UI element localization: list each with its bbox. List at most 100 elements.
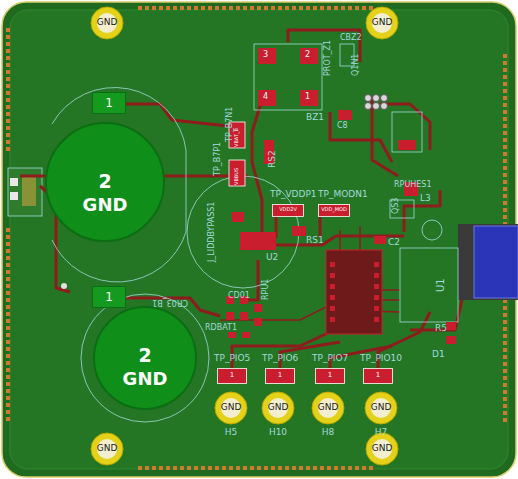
castellation-pad [503,145,507,149]
mounting-hole: GND H5 [214,391,248,439]
pad-text: VDD_MOD [318,207,350,212]
castellation-pad [348,466,352,470]
castellation-pad [6,63,10,67]
castellation-pad [271,466,275,470]
silkscreen-label: U2 [266,253,278,262]
castellation-pad [503,362,507,366]
mounting-hole: GNDH7 [364,391,398,439]
castellation-pad [229,6,233,10]
castellation-pad [6,326,10,330]
castellation-pad [222,466,226,470]
smd-pad [364,369,393,384]
hole-reference: H7 [364,428,398,437]
castellation-pad [313,466,317,470]
hole-reference: H5 [214,428,248,437]
castellation-pad [334,6,338,10]
castellation-pad [243,6,247,10]
castellation-pad [6,305,10,309]
test-point-pad: 1 [363,368,393,384]
ic-pad [374,273,379,278]
pad [398,140,416,150]
silkscreen-label: TP_PIO7 [312,354,348,363]
pad-text: GND [365,18,399,27]
silkscreen-label: PROT_Z1 [324,40,332,76]
pad [232,212,244,222]
silkscreen-label: C8 [337,122,348,130]
castellation-pad [250,466,254,470]
pad-text: GND [214,403,248,412]
traces [20,30,462,368]
castellation-pad [180,6,184,10]
hole-ring [215,392,247,424]
castellation-pad [166,466,170,470]
castellation-pad [271,6,275,10]
pad [292,226,306,236]
castellation-pad [6,284,10,288]
pad-number: VBBUS [234,168,239,185]
silkscreen-label: TP_PIO5 [214,354,250,363]
test-point-pad: 1 [217,368,247,384]
castellation-pad [215,6,219,10]
silkscreen-label: J_LIDDBYPASS1 [208,202,216,262]
castellation-pad [503,159,507,163]
smd-pad [218,369,247,384]
castellation-pad [6,249,10,253]
castellation-pad [6,347,10,351]
pad-number: 1 [305,93,310,101]
castellation-pad [341,466,345,470]
mounting-hole: GND [365,432,399,466]
buzzer-outline [254,44,322,110]
pad-text: GND [90,444,124,453]
castellation-pad [6,112,10,116]
pad-text: GND [261,403,295,412]
silkscreen-label: L3 [420,194,431,203]
pad [374,236,386,244]
castellation-pad [6,91,10,95]
castellation-pad [6,270,10,274]
castellation-pad [6,77,10,81]
castellation-pad [208,6,212,10]
castellation-pad [285,6,289,10]
castellation-pad [503,166,507,170]
ic-footprint [326,250,382,334]
castellation-pad [503,138,507,142]
silkscreen-label: C2 [388,238,400,247]
castellation-pad [6,263,10,267]
castellation-pad [278,6,282,10]
ic-pad [330,273,335,278]
silkscreen-label: D1 [432,350,445,359]
castellation-pad [6,126,10,130]
castellation-pad [6,35,10,39]
ic-pad [374,317,379,322]
castellation-pad [6,375,10,379]
pad [258,48,276,64]
test-point-pad: 1 [265,368,295,384]
castellation-pad [6,417,10,421]
castellation-pad [145,466,149,470]
pad-text: GND [90,18,124,27]
mounting-hole: GNDH10 [261,391,295,439]
silkscreen-label: RS2 [268,150,277,168]
castellation-pad [187,466,191,470]
castellation-pad [6,340,10,344]
castellation-pad [503,313,507,317]
castellation-pad [503,117,507,121]
ic-pad [374,295,379,300]
castellation-pad [503,180,507,184]
castellation-pad [503,208,507,212]
silkscreen-label: CR03_B1 [152,298,188,306]
battery-tab-pad: 1 [92,286,126,308]
silkscreen-label: BZ1 [306,113,324,122]
castellation-pad [503,124,507,128]
mounting-hole: GND [365,6,399,40]
castellation-pad [6,389,10,393]
ic-pads [330,262,379,322]
castellation-pad [327,6,331,10]
test-point-pad: 1 [315,368,345,384]
castellation-pad [278,466,282,470]
castellation-pad [503,173,507,177]
ic-pad [374,262,379,267]
pad [300,90,318,106]
castellation-pad [6,396,10,400]
